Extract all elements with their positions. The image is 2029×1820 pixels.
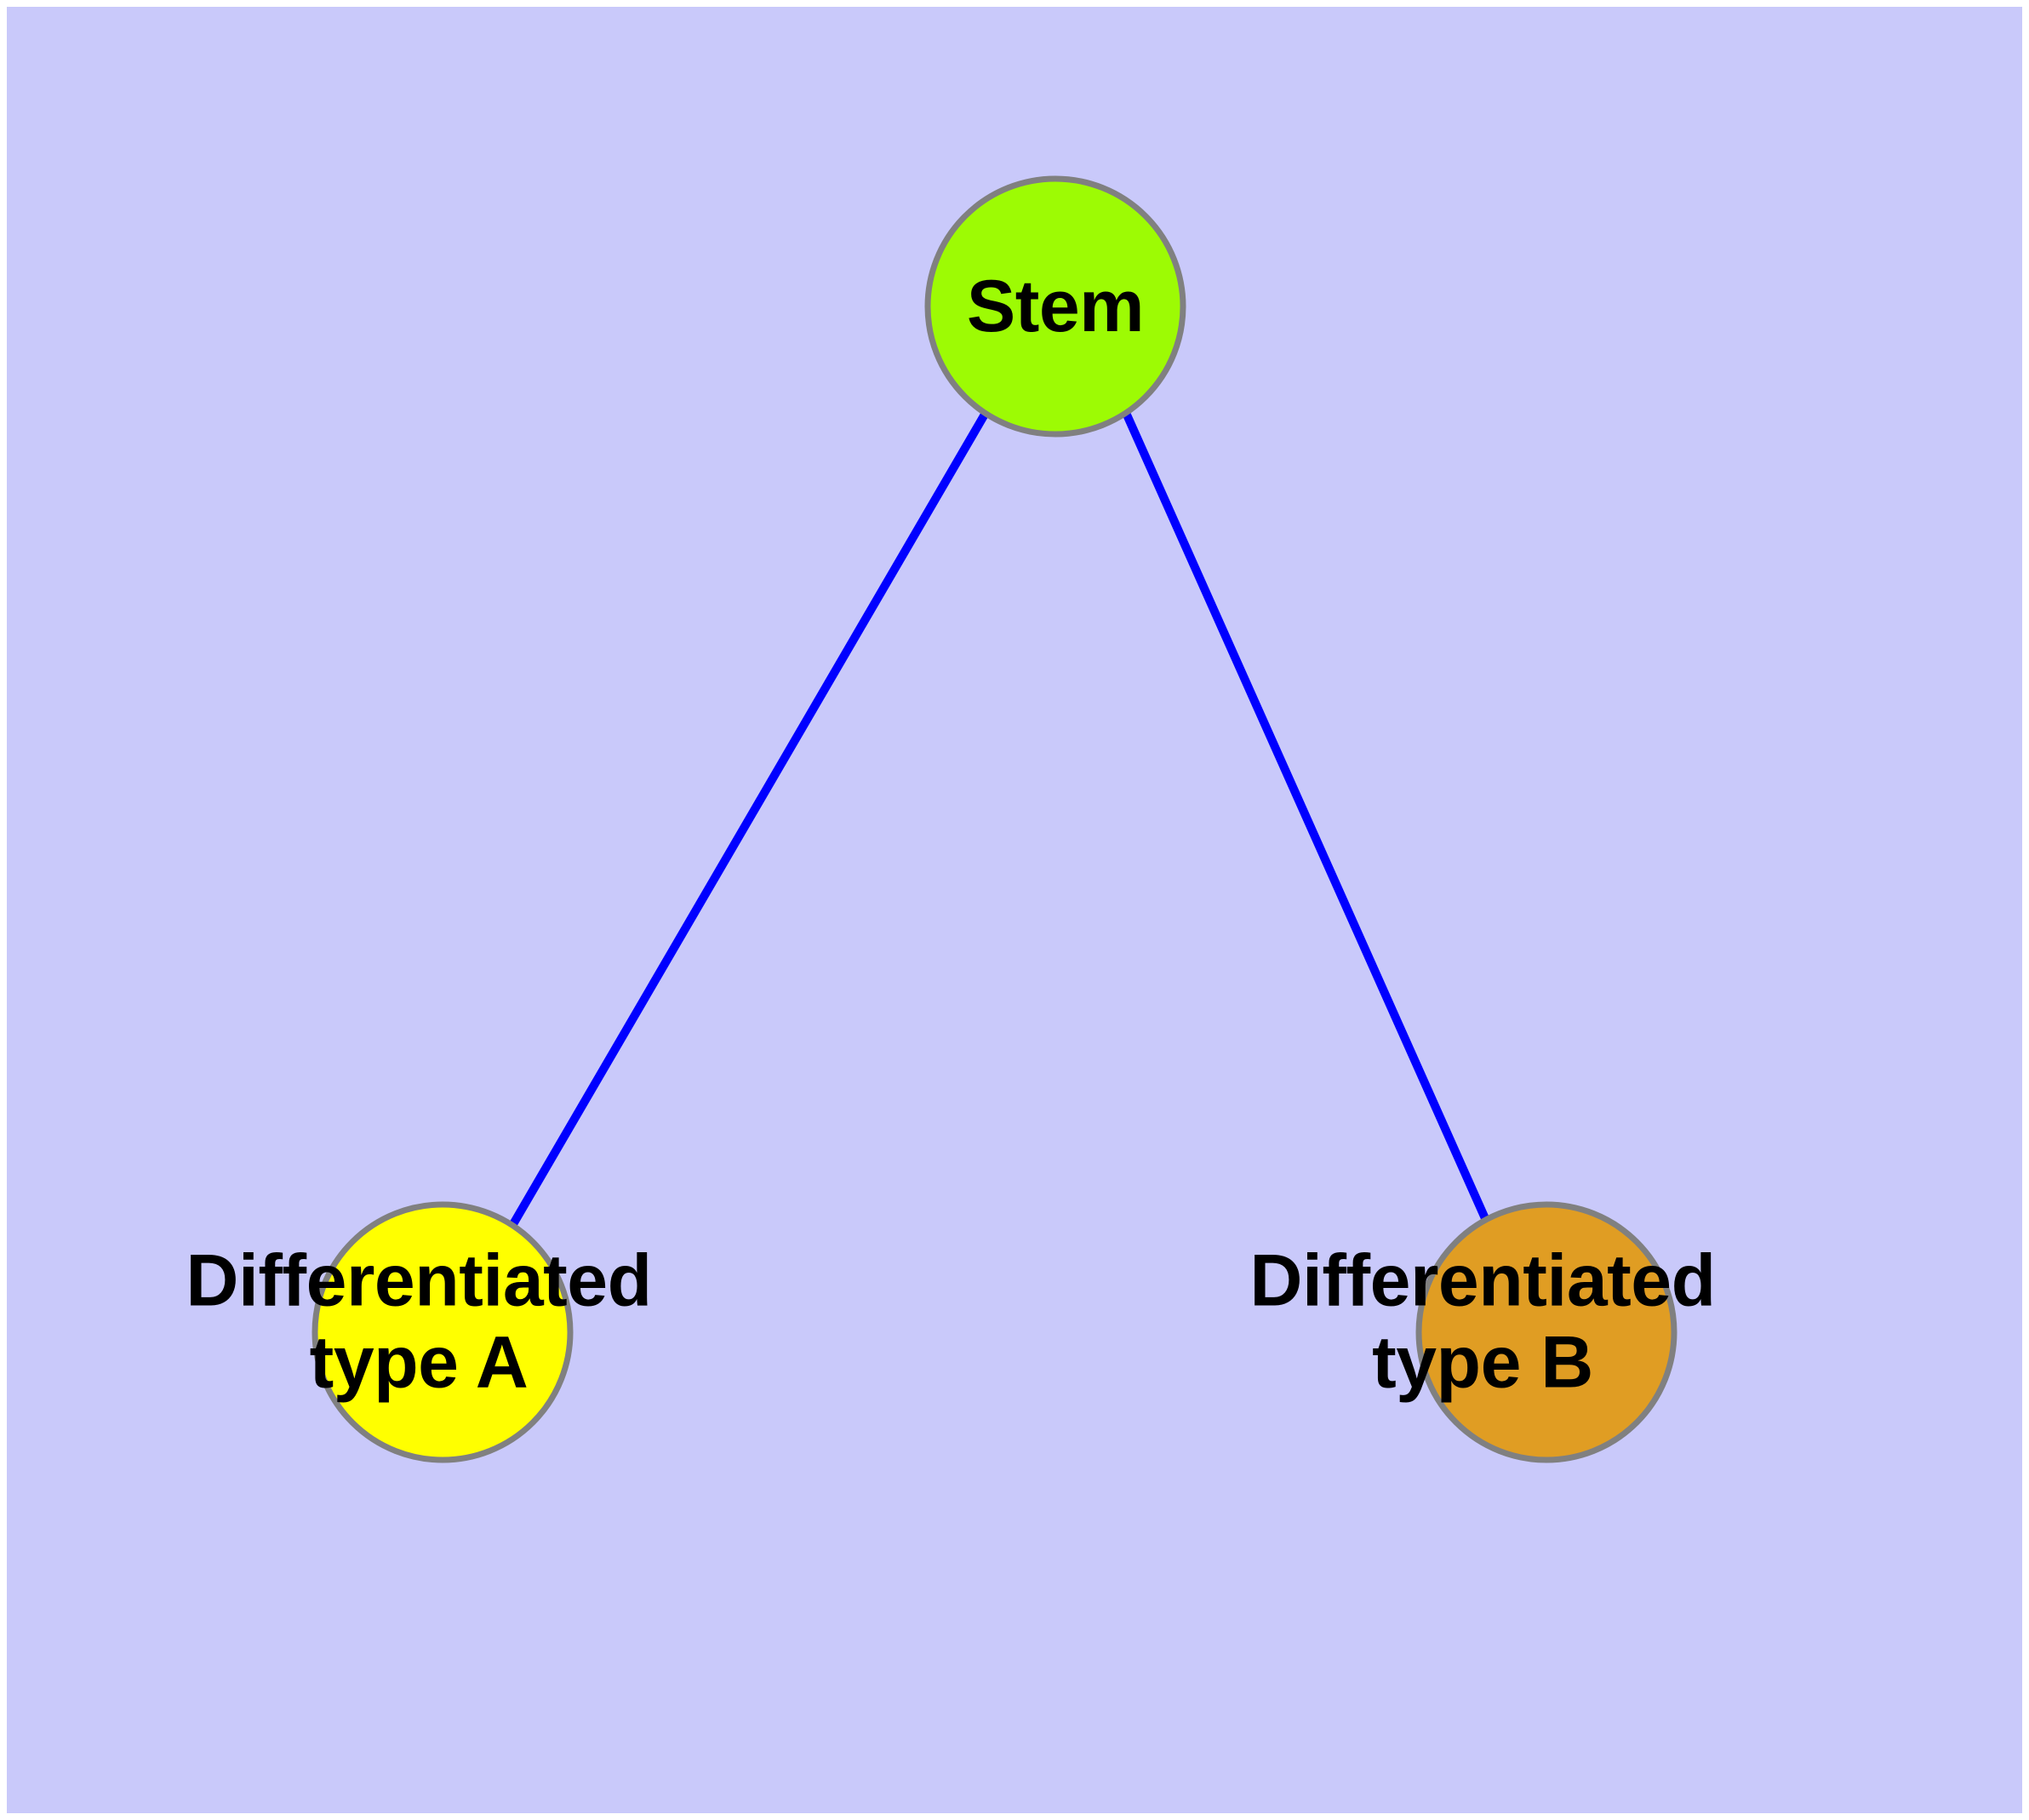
node-differentiated-type-b[interactable] — [1415, 1201, 1677, 1463]
edge-stem-to-differentiated-type-b — [1122, 410, 1492, 1227]
graph-svg — [311, 175, 1677, 1463]
node-differentiated-type-a[interactable] — [311, 1201, 574, 1463]
edge-layer — [509, 410, 1492, 1227]
node-stem[interactable] — [924, 175, 1186, 438]
edge-stem-to-differentiated-type-a — [509, 410, 990, 1227]
node-layer — [311, 175, 1677, 1463]
